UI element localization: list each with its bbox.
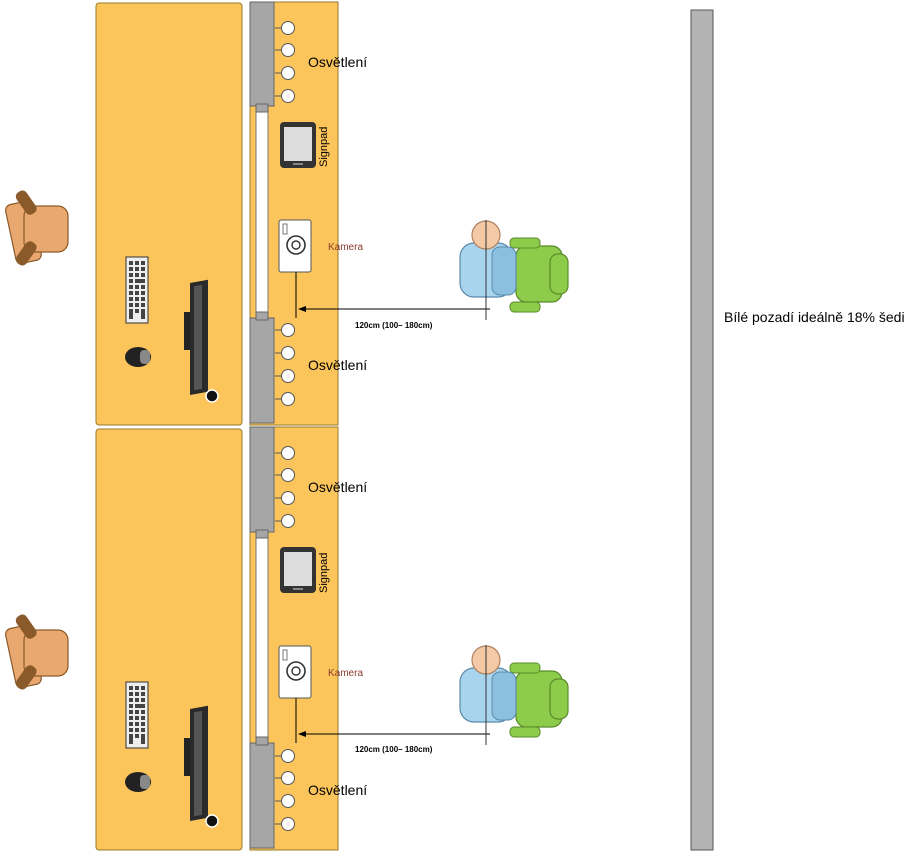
- signpad-label: Signpad: [318, 553, 330, 593]
- camera-label: Kamera: [328, 668, 363, 679]
- person-icon: [459, 220, 517, 298]
- rail-connector: [255, 109, 269, 316]
- keyboard-icon: [125, 681, 149, 749]
- light-rail-bottom: [249, 317, 275, 424]
- lighting-label: Osvětlení: [308, 782, 367, 798]
- green-chair-icon: [509, 662, 569, 738]
- backdrop-wall: [690, 9, 714, 851]
- camera-icon: [278, 645, 312, 699]
- camera-icon: [278, 219, 312, 273]
- work-desk: [95, 428, 243, 851]
- station-2: Osvětlení Osvětlení Signpad Kamera 120cm…: [3, 426, 569, 851]
- distance-label: 120cm (100– 180cm): [355, 321, 433, 330]
- distance-label: 120cm (100– 180cm): [355, 745, 433, 754]
- distance-arrow: [298, 731, 490, 737]
- person-icon: [459, 645, 517, 723]
- light-rail-top: [249, 1, 275, 107]
- lighting-label: Osvětlení: [308, 357, 367, 373]
- station-1: Osvětlení Osvětlení Signpad Kamera 120cm…: [3, 1, 569, 426]
- stand-dot-icon: [205, 389, 219, 403]
- tablet-icon: [280, 547, 316, 593]
- office-chair-icon: [3, 187, 69, 269]
- office-chair-icon: [3, 611, 69, 693]
- lighting-label: Osvětlení: [308, 54, 367, 70]
- lighting-label: Osvětlení: [308, 479, 367, 495]
- stand-dot-icon: [205, 814, 219, 828]
- work-desk: [95, 2, 243, 426]
- green-chair-icon: [509, 237, 569, 313]
- backdrop-label: Bílé pozadí ideálně 18% šedi: [724, 309, 905, 325]
- keyboard-icon: [125, 256, 149, 324]
- distance-arrow: [298, 306, 490, 312]
- rail-connector: [255, 535, 269, 740]
- camera-label: Kamera: [328, 242, 363, 253]
- signpad-label: Signpad: [318, 127, 330, 167]
- mouse-icon: [125, 347, 151, 367]
- mouse-icon: [125, 772, 151, 792]
- light-rail-bottom: [249, 742, 275, 849]
- light-rail-top: [249, 426, 275, 533]
- tablet-icon: [280, 122, 316, 168]
